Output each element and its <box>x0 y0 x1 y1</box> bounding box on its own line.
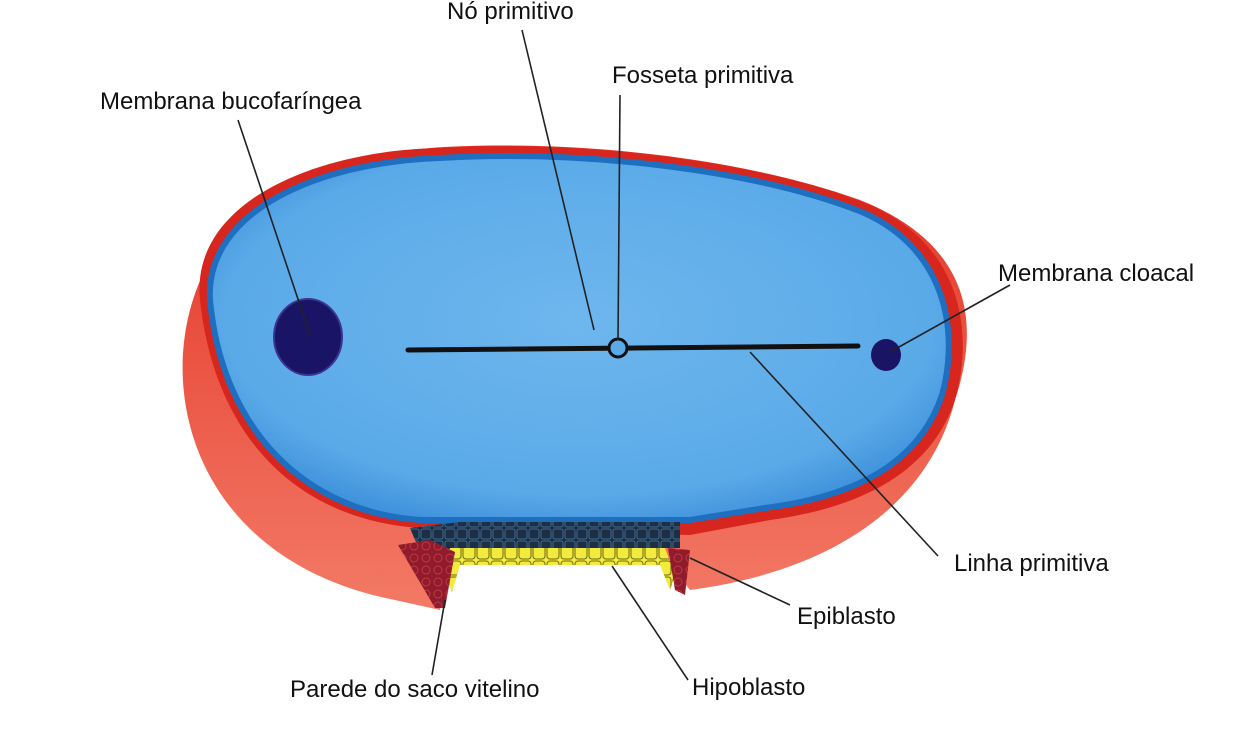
label-hipoblasto: Hipoblasto <box>692 674 806 701</box>
leader-hipoblasto <box>611 565 689 681</box>
leader-epiblasto <box>689 557 791 606</box>
label-membrana-bucofaringea: Membrana bucofaríngea <box>100 88 362 115</box>
label-linha-primitiva: Linha primitiva <box>954 550 1109 577</box>
leader-linha-primitiva <box>749 351 939 557</box>
leader-membrana-cloacal <box>889 284 1011 353</box>
leader-fosseta-primitiva <box>617 94 621 341</box>
cloacal-membrane <box>871 339 901 371</box>
yolk-sac-wall-right <box>668 548 690 595</box>
leader-parede-saco-vitelino <box>431 599 446 676</box>
label-fosseta-primitiva: Fosseta primitiva <box>612 62 794 89</box>
label-epiblasto: Epiblasto <box>797 603 896 630</box>
hypoblast-layer <box>445 548 675 592</box>
primitive-streak <box>405 343 861 353</box>
oropharyngeal-membrane <box>273 298 343 376</box>
label-no-primitivo: Nó primitivo <box>447 0 574 25</box>
epiblast-section <box>410 522 680 552</box>
label-parede-saco-vitelino: Parede do saco vitelino <box>290 676 540 703</box>
primitive-node <box>607 337 629 359</box>
yolk-sac-wall-left <box>398 540 455 608</box>
leader-no-primitivo <box>521 29 595 331</box>
leader-membrana-bucofaringea <box>237 119 311 336</box>
epiblast-surface <box>206 153 952 523</box>
label-membrana-cloacal: Membrana cloacal <box>998 260 1195 287</box>
